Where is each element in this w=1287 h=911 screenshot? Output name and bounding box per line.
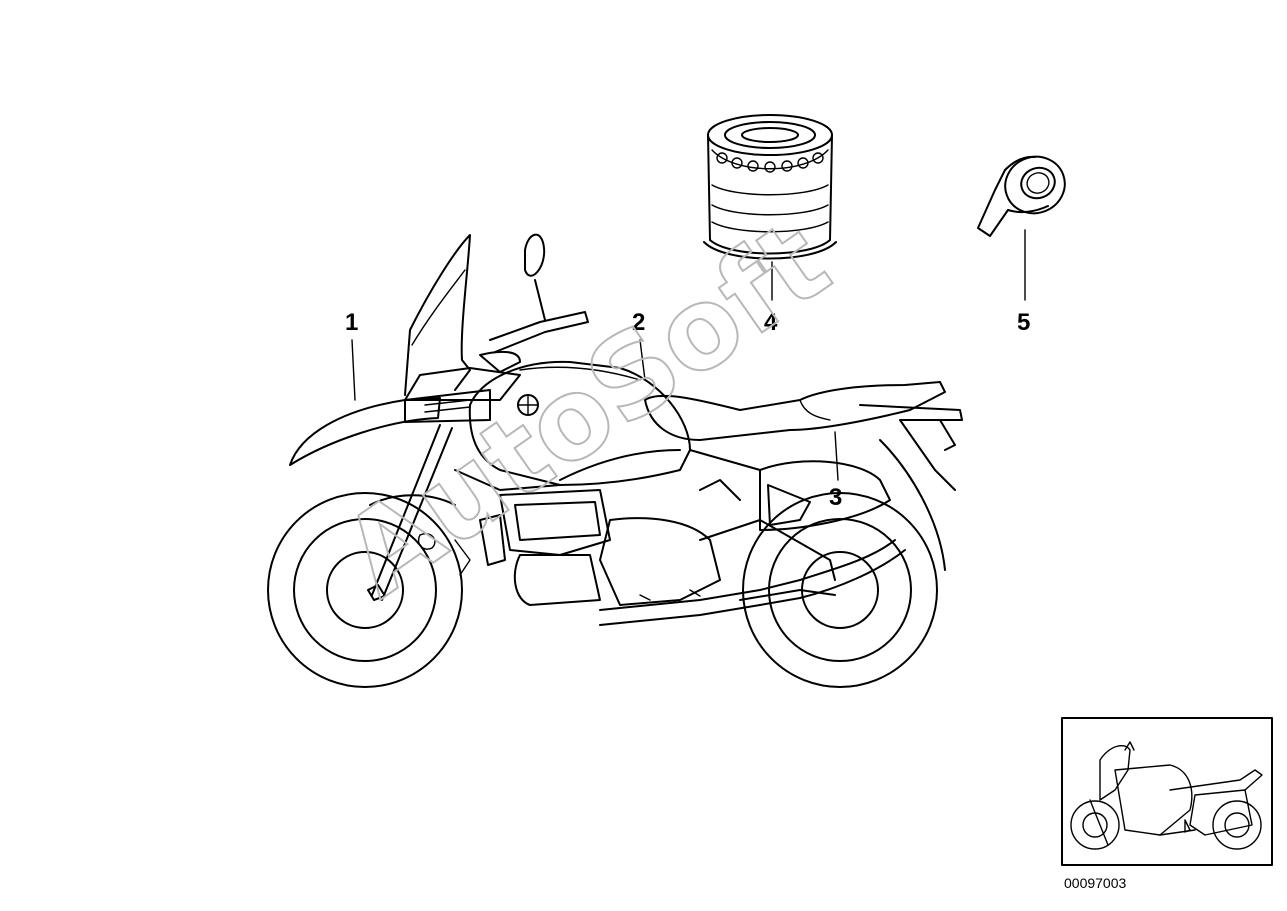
tape-roll-illustration <box>977 155 1066 237</box>
callout-2: 2 <box>632 309 645 336</box>
leader-line-3 <box>834 431 839 481</box>
callout-4: 4 <box>764 309 778 336</box>
leader-line-2 <box>639 339 646 381</box>
film-roll-illustration <box>703 114 837 260</box>
callout-5: 5 <box>1017 309 1030 336</box>
leader-lines <box>351 229 1026 481</box>
watermark: AutoSoft <box>321 196 852 622</box>
callout-1: 1 <box>345 309 358 336</box>
thumbnail-motorcycle-icon <box>1070 741 1263 850</box>
diagram-number: 00097003 <box>1064 875 1127 891</box>
leader-line-1 <box>351 339 356 401</box>
motorcycle-illustration <box>267 233 963 688</box>
thumbnail-overview[interactable] <box>1061 717 1273 866</box>
callout-3: 3 <box>829 484 842 511</box>
